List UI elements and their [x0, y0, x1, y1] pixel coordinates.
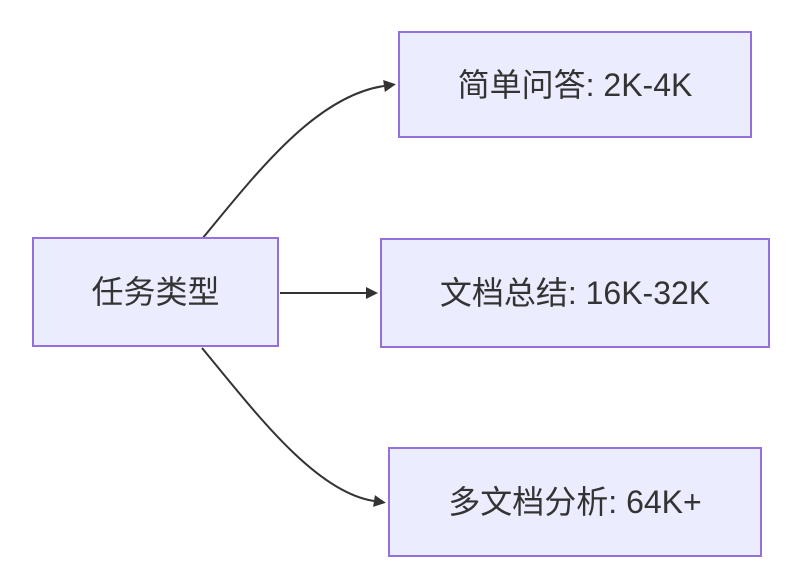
edge-task-type-to-multi-doc: [201, 347, 386, 507]
node-multi-doc-analysis-label: 多文档分析: 64K+: [448, 484, 702, 520]
node-simple-qa: 简单问答: 2K-4K: [398, 31, 752, 138]
node-task-type: 任务类型: [32, 237, 279, 347]
node-doc-summary-label: 文档总结: 16K-32K: [439, 275, 711, 311]
node-multi-doc-analysis: 多文档分析: 64K+: [388, 447, 762, 557]
node-simple-qa-label: 简单问答: 2K-4K: [457, 66, 693, 103]
edge-task-type-to-simple-qa: [201, 80, 396, 240]
node-doc-summary: 文档总结: 16K-32K: [380, 238, 770, 348]
node-task-type-label: 任务类型: [91, 274, 220, 310]
